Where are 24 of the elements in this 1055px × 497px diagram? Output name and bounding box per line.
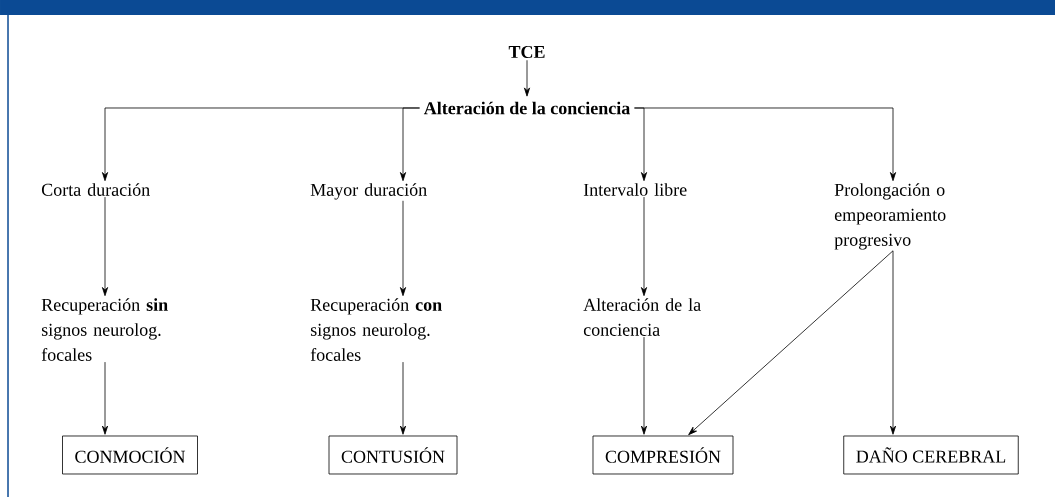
arrow: [101, 361, 109, 435]
arrow: [101, 196, 109, 297]
step-text: Recuperación sin signos neurolog. focales: [41, 298, 168, 361]
step-text: Corta duración: [41, 183, 150, 196]
arrow: [640, 196, 648, 297]
arrow: [889, 250, 897, 435]
arrow: [688, 250, 894, 436]
outcome-box: DAÑO CEREBRAL: [843, 435, 1019, 475]
arrow: [399, 200, 407, 297]
arrow: [399, 107, 420, 182]
step-text: Mayor duración: [310, 183, 427, 200]
arrow: [634, 107, 897, 182]
step-text: Recuperación con signos neurolog. focales: [310, 298, 442, 361]
outcome-box: CONMOCIÓN: [62, 435, 198, 475]
step-text: Prolongación o empeoramiento progresivo: [834, 183, 946, 250]
step-text: Intervalo libre: [583, 183, 687, 196]
arrow: [399, 361, 407, 435]
arrow: [640, 336, 648, 435]
heading-text: TCE: [508, 45, 545, 59]
outcome-box: CONTUSIÓN: [328, 435, 458, 475]
arrow: [523, 59, 531, 97]
step-text: Alteración de la conciencia: [583, 298, 701, 336]
outcome-box: COMPRESIÓN: [592, 435, 734, 475]
heading-text: Alteración de la conciencia: [419, 97, 635, 119]
